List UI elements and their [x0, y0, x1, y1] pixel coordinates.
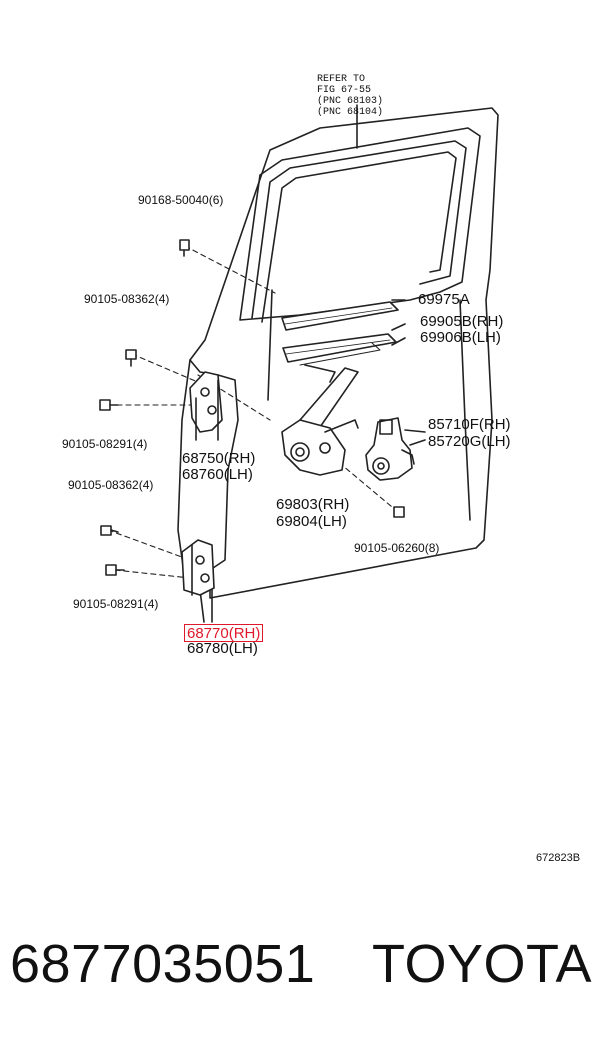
label-motor-lh[interactable]: 85720G(LH) [428, 433, 511, 450]
upper-hinge [189, 371, 223, 433]
window-frame-inner [251, 140, 467, 319]
bolt-lower-left-lower [105, 564, 117, 576]
illustration-code: 672823B [536, 852, 581, 864]
label-upper-hinge-lh[interactable]: 68760(LH) [182, 466, 253, 483]
label-lower-hinge-rh-highlighted[interactable]: 68770(RH) [184, 624, 264, 642]
label-upper-hinge-rh[interactable]: 68750(RH) [182, 450, 256, 467]
door-outer-panel [189, 107, 499, 599]
label-weatherstrip-rh[interactable]: 69905B(RH) [420, 313, 504, 330]
label-regulator-rh[interactable]: 69803(RH) [276, 496, 350, 513]
label-bolt-mid-left[interactable]: 90105-08291(4) [62, 437, 148, 451]
label-bolt-lower-left-upper[interactable]: 90105-08362(4) [68, 478, 154, 492]
weatherstrip-lower [282, 333, 397, 363]
label-weatherstrip-lh[interactable]: 69906B(LH) [420, 329, 501, 346]
part-number: 6877035051 [10, 934, 316, 994]
window-regulator-arm [299, 367, 359, 431]
bolt-right [393, 506, 405, 518]
label-bolt-top[interactable]: 90168-50040(6) [138, 193, 224, 207]
reference-note: REFER TO FIG 67-55 (PNC 68103) (PNC 6810… [317, 74, 383, 118]
label-lower-hinge-lh[interactable]: 68780(LH) [187, 640, 258, 657]
label-regulator-lh[interactable]: 69804(LH) [276, 513, 347, 530]
bolt-mid-left [99, 399, 111, 411]
door-illustration [99, 104, 499, 623]
bolt-upper-left [125, 349, 137, 360]
brand-name: TOYOTA [372, 934, 593, 994]
label-bolt-lower-left-lower[interactable]: 90105-08291(4) [73, 597, 159, 611]
label-bolt-upper-left[interactable]: 90105-08362(4) [84, 292, 170, 306]
regulator-motor [365, 417, 413, 481]
lower-hinge [181, 539, 215, 596]
label-motor-rh[interactable]: 85710F(RH) [428, 416, 511, 433]
part-footer: 6877035051 TOYOTA [0, 915, 600, 1035]
parts-diagram: REFER TO FIG 67-55 (PNC 68103) (PNC 6810… [62, 74, 581, 864]
label-channel[interactable]: 69975A [418, 291, 470, 308]
reference-note-line: FIG 67-55 [317, 85, 372, 96]
window-run-channel [261, 151, 457, 323]
reference-note-line: (PNC 68104) [317, 107, 384, 118]
reference-note-line: (PNC 68103) [317, 96, 384, 107]
reference-note-line: REFER TO [317, 74, 366, 85]
bolt-lower-left-upper [100, 525, 112, 536]
label-bolt-right[interactable]: 90105-06260(8) [354, 541, 440, 555]
bolt-top [179, 239, 190, 251]
